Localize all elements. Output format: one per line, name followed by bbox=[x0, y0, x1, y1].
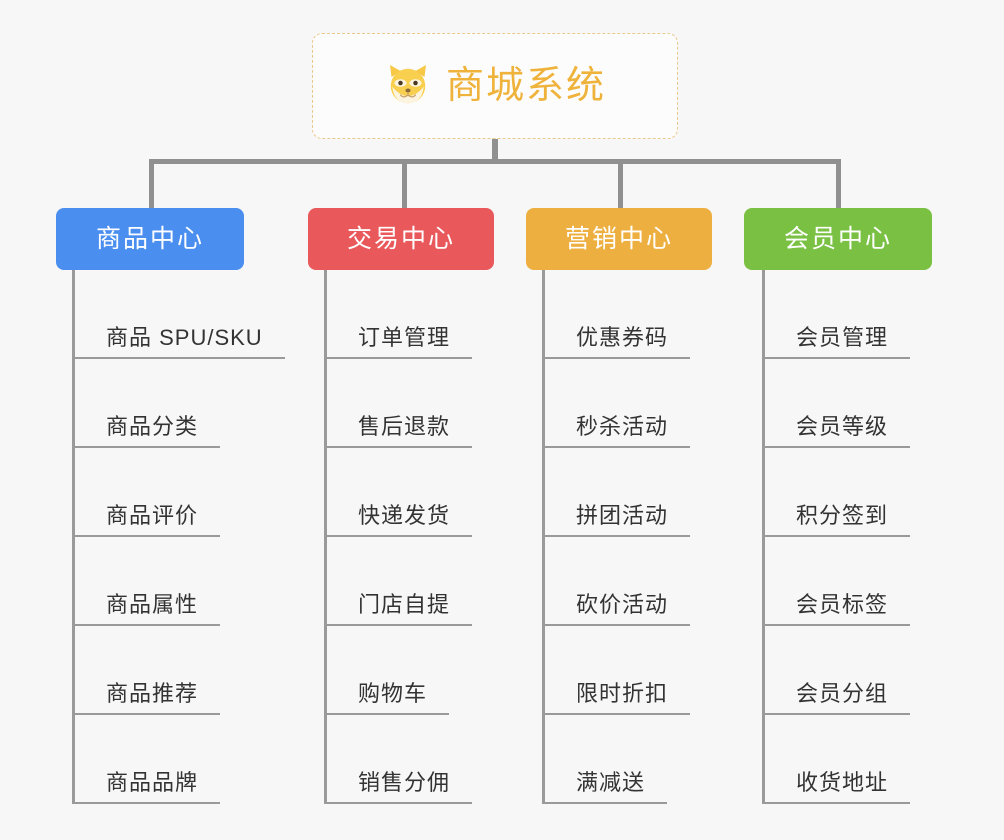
leaf-item-label: 商品推荐 bbox=[106, 680, 199, 706]
leaf-item[interactable]: 商品分类 bbox=[72, 359, 221, 448]
connector-drop-1 bbox=[149, 159, 154, 209]
leaf-item[interactable]: 门店自提 bbox=[324, 537, 473, 626]
leaf-item[interactable]: 订单管理 bbox=[324, 270, 473, 359]
connector-drop-2 bbox=[402, 159, 407, 209]
leaf-item[interactable]: 优惠券码 bbox=[542, 270, 691, 359]
leaf-item-label: 积分签到 bbox=[796, 502, 889, 528]
leaf-item-label: 购物车 bbox=[358, 680, 428, 706]
leaf-item[interactable]: 会员等级 bbox=[762, 359, 911, 448]
leaf-item-label: 快递发货 bbox=[358, 502, 451, 528]
category-box-trade-center[interactable]: 交易中心 bbox=[308, 208, 494, 270]
leaf-column-trade-center: 订单管理 售后退款 快递发货 门店自提 购物车 销售分佣 bbox=[324, 270, 524, 804]
leaf-item[interactable]: 销售分佣 bbox=[324, 715, 473, 804]
root-node-shop-system[interactable]: 商城系统 bbox=[312, 33, 678, 139]
leaf-item-label: 商品 SPU/SKU bbox=[106, 324, 263, 350]
leaf-item[interactable]: 商品推荐 bbox=[72, 626, 221, 715]
leaf-item-label: 门店自提 bbox=[358, 591, 451, 617]
leaf-item[interactable]: 快递发货 bbox=[324, 448, 473, 537]
category-label: 交易中心 bbox=[346, 224, 455, 253]
category-label: 营销中心 bbox=[564, 224, 673, 253]
leaf-item-label: 销售分佣 bbox=[358, 769, 451, 795]
connector-drop-4 bbox=[836, 159, 841, 209]
leaf-item[interactable]: 商品 SPU/SKU bbox=[72, 270, 285, 359]
leaf-item[interactable]: 砍价活动 bbox=[542, 537, 691, 626]
leaf-item[interactable]: 商品品牌 bbox=[72, 715, 221, 804]
leaf-item-label: 收货地址 bbox=[796, 769, 889, 795]
leaf-column-marketing-center: 优惠券码 秒杀活动 拼团活动 砍价活动 限时折扣 满减送 bbox=[542, 270, 742, 804]
leaf-item[interactable]: 会员标签 bbox=[762, 537, 911, 626]
leaf-item-label: 拼团活动 bbox=[576, 502, 669, 528]
leaf-item-label: 商品分类 bbox=[106, 413, 199, 439]
connector-horizontal-bus bbox=[149, 159, 841, 164]
leaf-item[interactable]: 收货地址 bbox=[762, 715, 911, 804]
leaf-column-member-center: 会员管理 会员等级 积分签到 会员标签 会员分组 收货地址 bbox=[762, 270, 962, 804]
leaf-item[interactable]: 商品评价 bbox=[72, 448, 221, 537]
category-label: 商品中心 bbox=[95, 224, 204, 253]
category-box-product-center[interactable]: 商品中心 bbox=[56, 208, 244, 270]
leaf-item-label: 售后退款 bbox=[358, 413, 451, 439]
leaf-item[interactable]: 拼团活动 bbox=[542, 448, 691, 537]
leaf-item-label: 会员等级 bbox=[796, 413, 889, 439]
leaf-item-label: 满减送 bbox=[576, 769, 646, 795]
leaf-item-label: 商品属性 bbox=[106, 591, 199, 617]
leaf-item[interactable]: 会员管理 bbox=[762, 270, 911, 359]
leaf-item[interactable]: 会员分组 bbox=[762, 626, 911, 715]
root-node-label: 商城系统 bbox=[445, 65, 606, 107]
leaf-item[interactable]: 商品属性 bbox=[72, 537, 221, 626]
leaf-item[interactable]: 秒杀活动 bbox=[542, 359, 691, 448]
category-box-member-center[interactable]: 会员中心 bbox=[744, 208, 932, 270]
leaf-item[interactable]: 限时折扣 bbox=[542, 626, 691, 715]
leaf-item[interactable]: 售后退款 bbox=[324, 359, 473, 448]
leaf-item-label: 商品品牌 bbox=[106, 769, 199, 795]
connector-drop-3 bbox=[618, 159, 623, 209]
leaf-item-label: 会员管理 bbox=[796, 324, 889, 350]
leaf-item-label: 会员分组 bbox=[796, 680, 889, 706]
leaf-item-label: 砍价活动 bbox=[576, 591, 669, 617]
leaf-item-label: 商品评价 bbox=[106, 502, 199, 528]
category-label: 会员中心 bbox=[783, 224, 892, 253]
category-box-marketing-center[interactable]: 营销中心 bbox=[526, 208, 712, 270]
leaf-item[interactable]: 积分签到 bbox=[762, 448, 911, 537]
leaf-item-label: 订单管理 bbox=[358, 324, 451, 350]
leaf-item-label: 会员标签 bbox=[796, 591, 889, 617]
leaf-item[interactable]: 满减送 bbox=[542, 715, 668, 804]
leaf-item-label: 优惠券码 bbox=[576, 324, 669, 350]
leaf-item[interactable]: 购物车 bbox=[324, 626, 450, 715]
connector-root-stem bbox=[492, 139, 498, 161]
leaf-item-label: 秒杀活动 bbox=[576, 413, 669, 439]
shiba-dog-face-icon bbox=[389, 65, 426, 104]
leaf-item-label: 限时折扣 bbox=[576, 680, 669, 706]
leaf-column-product-center: 商品 SPU/SKU 商品分类 商品评价 商品属性 商品推荐 商品品牌 bbox=[72, 270, 292, 804]
